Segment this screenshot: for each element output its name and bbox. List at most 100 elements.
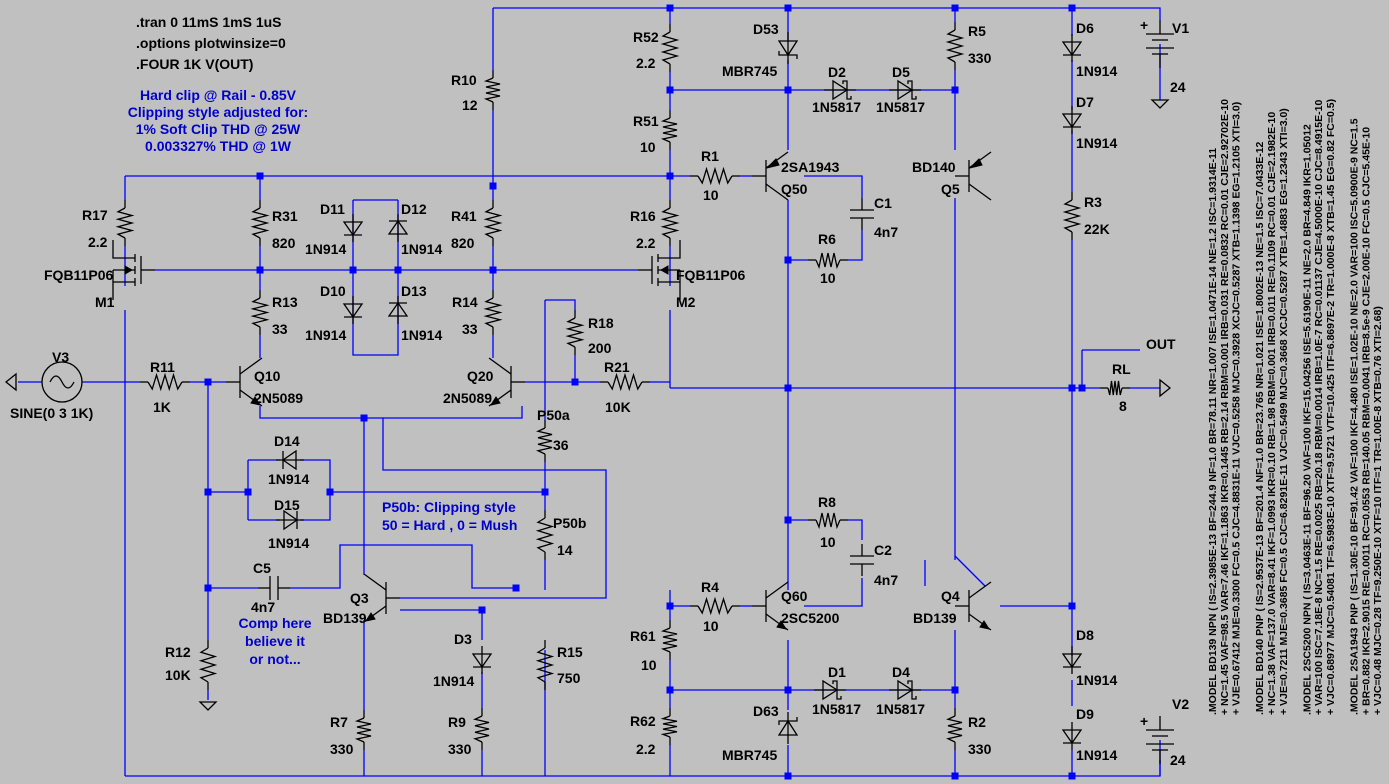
resistor-r17[interactable] [115, 200, 135, 246]
ref-r4: R4 [701, 579, 719, 595]
resistor-r13[interactable] [250, 290, 270, 335]
diode-d12[interactable] [387, 214, 409, 242]
resistor-r14[interactable] [483, 290, 503, 335]
value-d4: 1N5817 [876, 701, 925, 717]
schottky-d63[interactable] [777, 712, 799, 744]
value-p50a: 36 [553, 437, 569, 453]
schottky-d5[interactable] [889, 79, 921, 101]
value-c2: 4n7 [874, 572, 898, 588]
ref-r17: R17 [82, 207, 108, 223]
junction-dot [326, 488, 334, 496]
resistor-p50b[interactable] [535, 510, 555, 560]
mosfet-m2[interactable] [638, 240, 681, 300]
junction-dot [951, 86, 959, 94]
ref-d63: D63 [753, 703, 779, 719]
diode-d13[interactable] [387, 296, 409, 324]
value-r61: 10 [641, 657, 657, 673]
resistor-r4[interactable] [690, 596, 740, 616]
resistor-p50a[interactable] [536, 420, 553, 462]
resistor-r10[interactable] [483, 70, 501, 110]
diode-d15[interactable] [276, 509, 304, 531]
resistor-r6[interactable] [808, 252, 848, 270]
diode-d10[interactable] [342, 296, 364, 324]
comment-p50b: P50b: Clipping style [382, 499, 516, 515]
ref-v1: V1 [1172, 20, 1189, 36]
spice-directive: .tran 0 11mS 1mS 1uS [136, 14, 282, 30]
resistor-r52[interactable] [660, 24, 680, 72]
diode-d7[interactable] [1061, 106, 1083, 134]
schottky-d2[interactable] [824, 79, 856, 101]
resistor-r12[interactable] [198, 640, 218, 690]
diode-d9[interactable] [1061, 722, 1083, 750]
ref-r14: R14 [452, 294, 478, 310]
resistor-r5[interactable] [945, 22, 965, 70]
resistor-r51[interactable] [660, 110, 678, 150]
resistor-r21[interactable] [600, 372, 650, 392]
ref-r6: R6 [818, 231, 836, 247]
model-line: + VJC=0.48 MJC=0.28 TF=9.250E-10 XTF=10 … [1372, 306, 1384, 715]
diode-d6[interactable] [1061, 34, 1083, 62]
transistor-q50[interactable] [752, 151, 789, 201]
junction-dot [1068, 384, 1076, 392]
battery-v1[interactable]: + [1140, 17, 1174, 68]
ref-d1: D1 [828, 664, 846, 680]
capacitor-c1[interactable] [850, 198, 874, 230]
value-r15: 750 [557, 670, 581, 686]
transistor-q60[interactable] [752, 581, 789, 631]
transistor-q10[interactable] [226, 357, 263, 407]
diode-d3[interactable] [471, 646, 493, 674]
transistor-q20[interactable] [488, 357, 525, 407]
resistor-r11[interactable] [140, 372, 190, 392]
transistor-q3[interactable] [363, 573, 400, 623]
resistor-r9[interactable] [473, 708, 490, 750]
model-line: .MODEL 2SA1943 PNP ( IS=1.30E-10 BF=91.4… [1349, 118, 1361, 715]
value-v2: 24 [1170, 752, 1186, 768]
diode-d11[interactable] [342, 214, 364, 242]
ref-d5: D5 [892, 64, 910, 80]
mosfet-m1[interactable] [112, 240, 155, 300]
value-d8: 1N914 [1076, 672, 1117, 688]
resistor-r18[interactable] [565, 310, 585, 355]
schottky-d1[interactable] [814, 679, 846, 701]
capacitor-c5[interactable] [258, 576, 290, 600]
resistor-rl[interactable] [1100, 380, 1130, 396]
resistor-r3[interactable] [1062, 192, 1082, 240]
ref-q50: Q50 [781, 181, 808, 197]
transistor-q4[interactable] [955, 581, 992, 631]
resistor-r16[interactable] [660, 200, 680, 246]
capacitor-c2[interactable] [850, 544, 874, 576]
comment-hard-clip: 1% Soft Clip THD @ 25W [136, 121, 301, 137]
junction-dot [666, 172, 674, 180]
resistor-r62[interactable] [660, 708, 678, 745]
source-v3[interactable] [41, 361, 83, 403]
resistor-r61[interactable] [660, 620, 678, 660]
value-rl: 8 [1119, 398, 1127, 414]
spice-directive: .options plotwinsize=0 [136, 35, 286, 51]
ref-q10: Q10 [254, 368, 281, 384]
value-d63: MBR745 [722, 747, 777, 763]
resistor-r8[interactable] [808, 512, 848, 530]
resistor-r1[interactable] [690, 166, 740, 186]
junction-dot [349, 266, 357, 274]
ref-rl: RL [1112, 361, 1131, 377]
transistor-q5[interactable] [955, 151, 992, 201]
resistor-r31[interactable] [250, 200, 270, 246]
diode-d14[interactable] [276, 449, 304, 471]
schottky-d53[interactable] [777, 32, 799, 64]
ref-c2: C2 [874, 542, 892, 558]
value-m1: FQB11P06 [44, 267, 113, 283]
junction-dot [784, 384, 792, 392]
diode-d8[interactable] [1061, 646, 1083, 674]
junction-dot [1068, 602, 1076, 610]
resistor-r15[interactable] [535, 640, 555, 690]
value-c5: 4n7 [251, 599, 275, 615]
resistor-r2[interactable] [946, 708, 963, 750]
resistor-r41[interactable] [483, 200, 503, 246]
value-r12: 10K [165, 667, 191, 683]
model-line: + BR=0.882 IKR=2.9015 RE=0.0011 RC=0.055… [1360, 127, 1372, 715]
resistor-r7[interactable] [354, 710, 372, 750]
battery-v2[interactable]: + [1140, 713, 1174, 764]
schottky-d4[interactable] [889, 679, 921, 701]
ref-d12: D12 [401, 201, 427, 217]
value-q3: BD139 [323, 610, 367, 626]
